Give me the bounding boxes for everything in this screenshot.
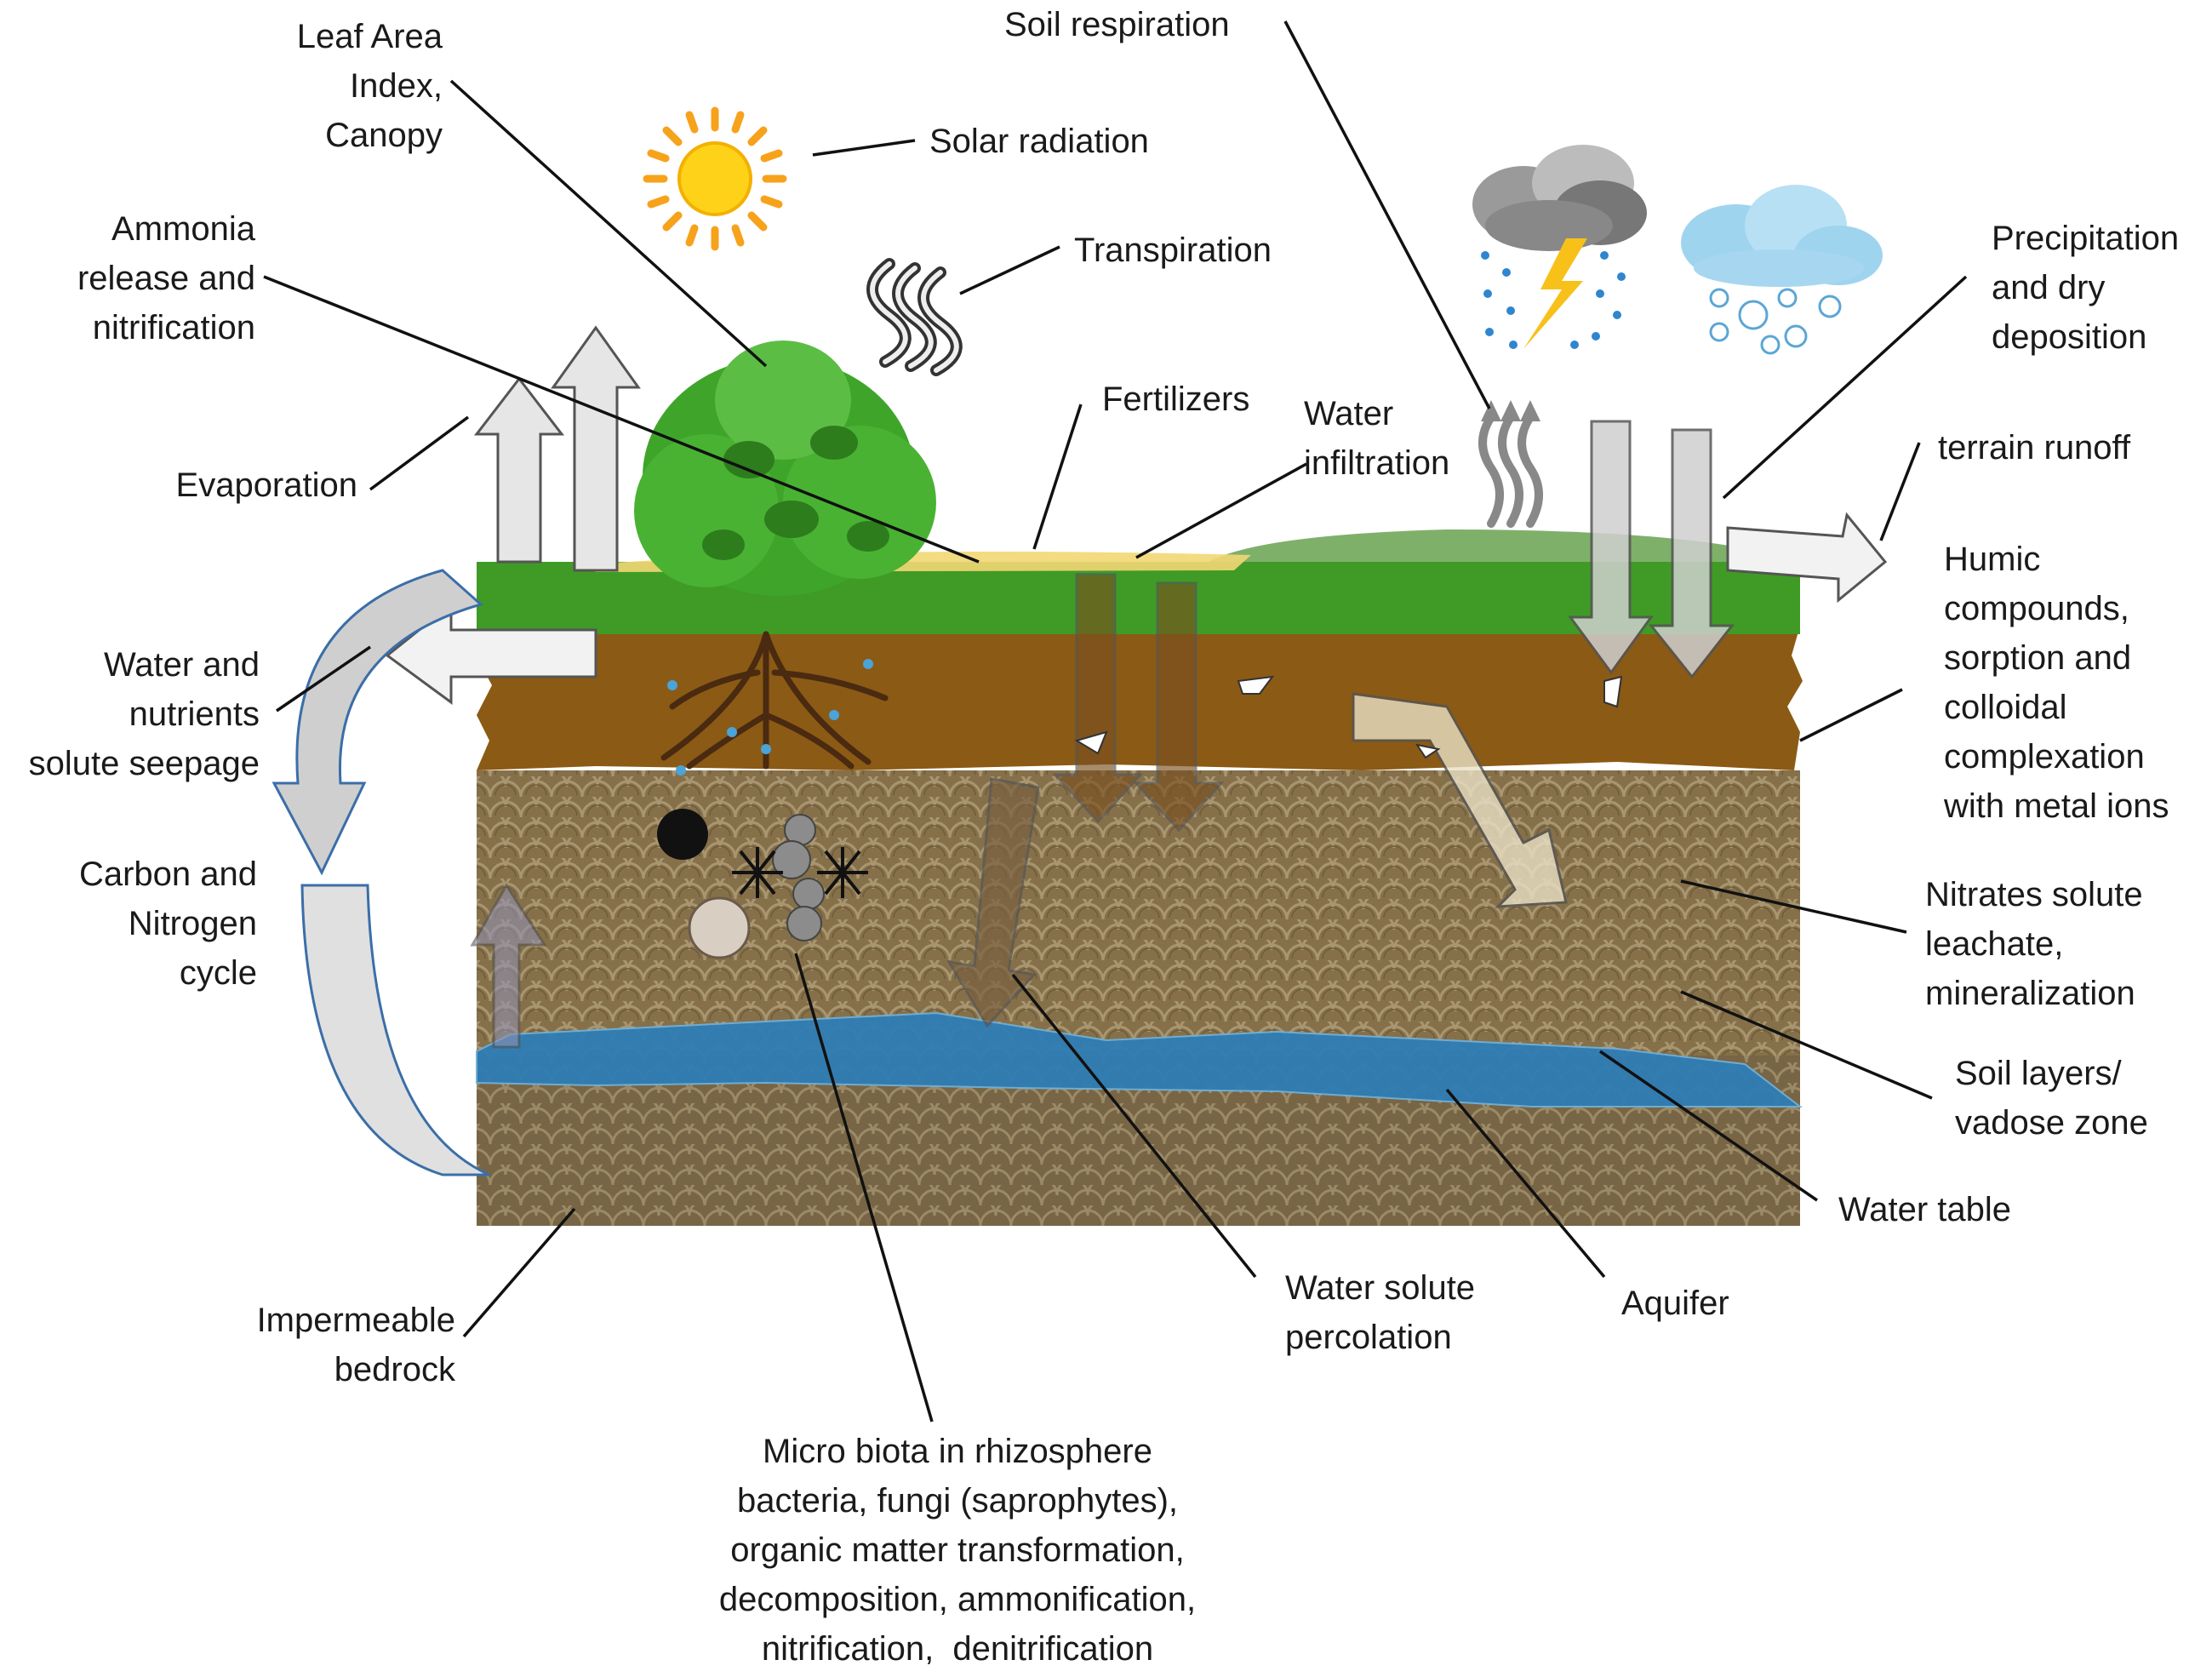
micro-biota-group xyxy=(657,809,868,959)
infiltration-arrow-1 xyxy=(1052,573,1144,824)
cycle-arrow-up-head xyxy=(470,883,547,1049)
water-infiltration-label: Water infiltration xyxy=(1304,395,1450,482)
plant-roots xyxy=(660,631,889,770)
percolation-arrow xyxy=(946,777,1040,1028)
fungi-spore-3 xyxy=(792,878,825,910)
leader-lines xyxy=(263,20,1968,1422)
storm-cloud-icon xyxy=(1472,145,1647,349)
spiky-microbe-1 xyxy=(732,847,783,898)
humic-compounds-label: Humic compounds, sorption and colloidal … xyxy=(1944,541,2169,825)
water-nutrients-label: Water and nutrients solute seepage xyxy=(28,646,260,782)
bacteria-colony xyxy=(657,809,708,860)
hill xyxy=(1209,529,1800,562)
water-table-label: Water table xyxy=(1838,1191,2012,1228)
soil-debris xyxy=(1074,675,1623,759)
fungi-spore-2 xyxy=(772,840,811,879)
ammonia-release-label: Ammonia release and nitrification xyxy=(77,210,255,346)
evaporation-arrow-2 xyxy=(551,325,641,572)
carbon-nitrogen-label: Carbon and Nitrogen cycle xyxy=(78,856,257,992)
fertilizers-label: Fertilizers xyxy=(1102,381,1250,418)
snow-cloud-icon xyxy=(1681,185,1883,287)
infiltration-arrow-2 xyxy=(1133,581,1225,833)
precipitation-arrow-1 xyxy=(1568,420,1654,675)
spiky-microbe-2 xyxy=(817,847,868,898)
cycle-arrow-up xyxy=(300,884,490,1176)
sun-icon xyxy=(643,106,787,251)
aquifer-label: Aquifer xyxy=(1621,1285,1729,1322)
seepage-arrow xyxy=(385,601,597,705)
nitrates-label: Nitrates solute leachate, mineralization xyxy=(1925,876,2143,1012)
impermeable-bedrock-label: Impermeable bedrock xyxy=(256,1302,455,1388)
terrain-runoff-label: terrain runoff xyxy=(1938,429,2131,466)
transpiration-vapor-icon xyxy=(866,258,963,376)
transpiration-label: Transpiration xyxy=(1074,232,1272,269)
leachate-arrow xyxy=(1352,692,1568,908)
aquifer-layer xyxy=(476,1011,1803,1108)
evaporation-label: Evaporation xyxy=(175,466,357,504)
shrub-canopy xyxy=(634,341,936,596)
fungi-spore-4 xyxy=(786,906,822,942)
root-water-droplets xyxy=(667,659,873,776)
flow-arrows xyxy=(271,325,1888,1176)
precipitation-label: Precipitation and dry deposition xyxy=(1992,220,2180,356)
solar-radiation-label: Solar radiation xyxy=(929,123,1149,160)
soil-respiration-label: Soil respiration xyxy=(1004,6,1230,43)
snowflakes-icon xyxy=(1709,288,1842,355)
evaporation-arrow-1 xyxy=(473,376,565,564)
soil-respiration-icon xyxy=(1478,400,1543,528)
water-solute-percolation-label: Water solute percolation xyxy=(1285,1269,1476,1356)
micro-biota-label: Micro biota in rhizosphere bacteria, fun… xyxy=(718,1433,1197,1668)
saprophyte-cluster xyxy=(688,896,751,959)
precipitation-arrow-2 xyxy=(1648,428,1735,679)
cycle-arrow-down xyxy=(271,569,484,876)
soil-layers-label: Soil layers/ vadose zone xyxy=(1955,1055,2148,1142)
leaf-area-index-label: Leaf Area Index, Canopy xyxy=(296,18,443,154)
rain-drops-icon xyxy=(1481,251,1626,349)
runoff-arrow xyxy=(1726,512,1888,604)
